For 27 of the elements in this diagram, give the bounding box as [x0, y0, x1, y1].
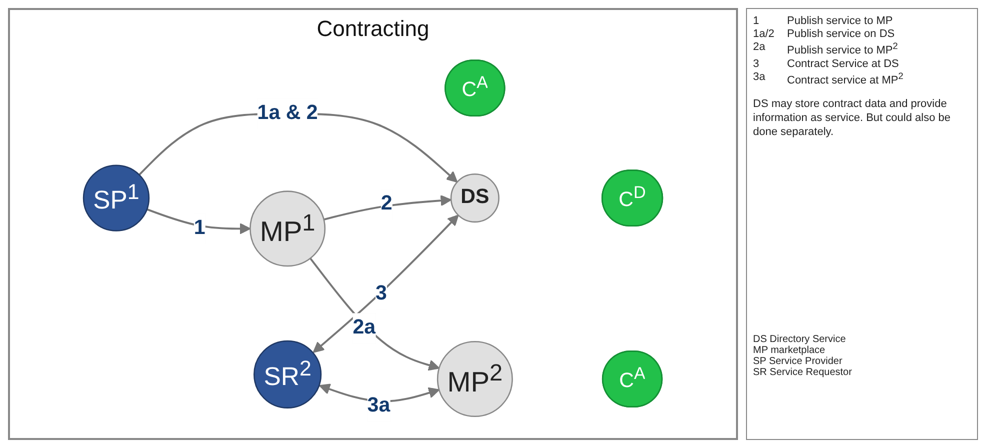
role-circle: SR$^{2}$ [254, 340, 322, 408]
role-circle: MP$^{2}$ [436, 340, 513, 417]
step-number: 3a [753, 70, 766, 85]
arrow [312, 214, 459, 353]
abbreviation-text: DS Directory Service [753, 334, 847, 345]
step-description: Contract Service at DS [787, 58, 900, 70]
role-circle: DS [450, 174, 500, 223]
step-description: Publish service to MP [787, 15, 894, 27]
abbreviation-text: MP marketplace [753, 345, 826, 356]
arrow [324, 194, 452, 220]
component-badge: C$^{D}$ [601, 170, 664, 226]
step-description: Contract service at MP$^{2}$ [787, 70, 904, 86]
abbreviation-text: SP Service Provider [753, 356, 844, 367]
arrow [146, 208, 251, 234]
abbreviation-text: SR Service Requestor [753, 367, 852, 378]
component-badge: C$^{A}$ [602, 350, 663, 408]
diagram-title: Contracting [316, 16, 430, 42]
step-number: 2a [753, 41, 766, 55]
role-circle: SP$^{1}$ [82, 164, 150, 232]
role-circle: MP$^{1}$ [250, 190, 326, 267]
step-number: 1a/2 [753, 28, 776, 40]
component-badge: C$^{A}$ [444, 60, 506, 117]
step-description: Publish service to MP$^{2}$ [787, 41, 899, 57]
step-number: 1 [753, 15, 760, 27]
step-description: Publish service on DS [787, 28, 896, 40]
step-number: 3 [753, 58, 760, 70]
note-text: DS may store contract data and provide information as service. But could also be done separately. [753, 98, 952, 140]
